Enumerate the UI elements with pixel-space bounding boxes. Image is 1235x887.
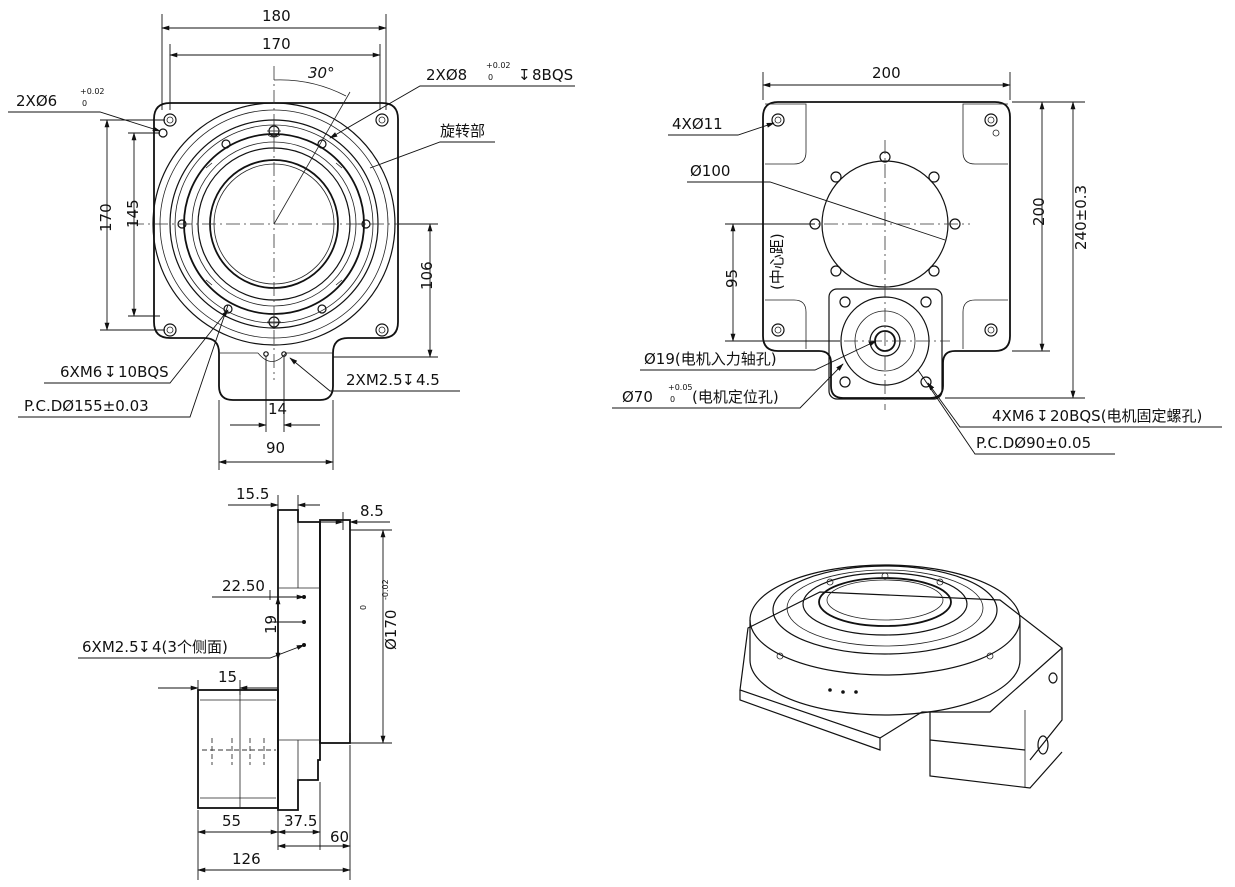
right-plate-outline [762, 101, 1011, 399]
dim-106: 106 [418, 261, 436, 290]
pcd-bolt-holes [177, 124, 371, 329]
dim-55: 55 [222, 812, 241, 830]
dim-8-5: 8.5 [360, 502, 384, 520]
side-view [78, 495, 392, 880]
note-4xm6-text: 20BQS(电机固定螺孔) [1050, 407, 1202, 425]
depth-symbol: ↧ [402, 371, 415, 389]
dim-d170-tol2: -0.02 [381, 579, 390, 600]
dim-angle: 30° [308, 64, 335, 82]
note-6xm25-text: 4(3个侧面) [152, 638, 228, 656]
note-2x8-tol: +0.02 [486, 61, 511, 70]
note-2xm25-depth: 4.5 [416, 371, 440, 389]
dim-95-note: (中心距) [768, 233, 786, 290]
dim-90: 90 [266, 439, 285, 457]
dim-19: 19 [262, 615, 280, 634]
note-6xm6: 6XM6 [60, 363, 102, 381]
right-view [612, 72, 1222, 455]
dim-d170: Ø170 [382, 610, 400, 650]
note-d70-tol: +0.05 [668, 383, 693, 392]
note-d70-tol2: 0 [670, 395, 675, 404]
dim-240: 240±0.3 [1072, 185, 1090, 250]
note-4xm6: 4XM6 [992, 407, 1034, 425]
dim-200-top: 200 [872, 64, 901, 82]
dim-15-5: 15.5 [236, 485, 269, 503]
note-2x6: 2XØ6 [16, 92, 57, 110]
dim-180: 180 [262, 7, 291, 25]
note-2x8-depth: 8BQS [532, 66, 573, 84]
note-d100: Ø100 [690, 162, 730, 180]
note-d70-text: (电机定位孔) [692, 388, 779, 406]
dim-22-50: 22.50 [222, 577, 265, 595]
dim-37-5: 37.5 [284, 812, 317, 830]
dim-126: 126 [232, 850, 261, 868]
depth-symbol: ↧ [518, 66, 531, 84]
note-6xm6-depth: 10BQS [118, 363, 169, 381]
depth-symbol: ↧ [138, 638, 151, 656]
front-body-outline [153, 102, 399, 401]
note-2x6-tol: +0.02 [80, 87, 105, 96]
note-6xm25: 6XM2.5 [82, 638, 139, 656]
label-rotating: 旋转部 [440, 122, 485, 140]
note-d19: Ø19(电机入力轴孔) [644, 350, 777, 368]
depth-symbol: ↧ [104, 363, 117, 381]
depth-symbol: ↧ [1036, 407, 1049, 425]
front-view [8, 14, 575, 470]
note-2x8: 2XØ8 [426, 66, 467, 84]
dim-170-left: 170 [97, 203, 115, 232]
dim-95: 95 [723, 269, 741, 288]
note-2x6-tol2: 0 [82, 99, 87, 108]
note-pcd90: P.C.DØ90±0.05 [976, 434, 1091, 452]
dim-15: 15 [218, 668, 237, 686]
dim-14: 14 [268, 400, 287, 418]
dim-d170-tol: 0 [359, 605, 368, 610]
dim-145: 145 [124, 199, 142, 228]
note-d70: Ø70 [622, 388, 653, 406]
note-2xm25: 2XM2.5 [346, 371, 403, 389]
isometric-view [739, 564, 1063, 789]
note-pcd155: P.C.DØ155±0.03 [24, 397, 149, 415]
dim-60: 60 [330, 828, 349, 846]
dim-170-top: 170 [262, 35, 291, 53]
corner-holes [158, 113, 389, 357]
dim-200-side: 200 [1030, 197, 1048, 226]
note-2x8-tol2: 0 [488, 73, 493, 82]
note-4x11: 4XØ11 [672, 115, 723, 133]
